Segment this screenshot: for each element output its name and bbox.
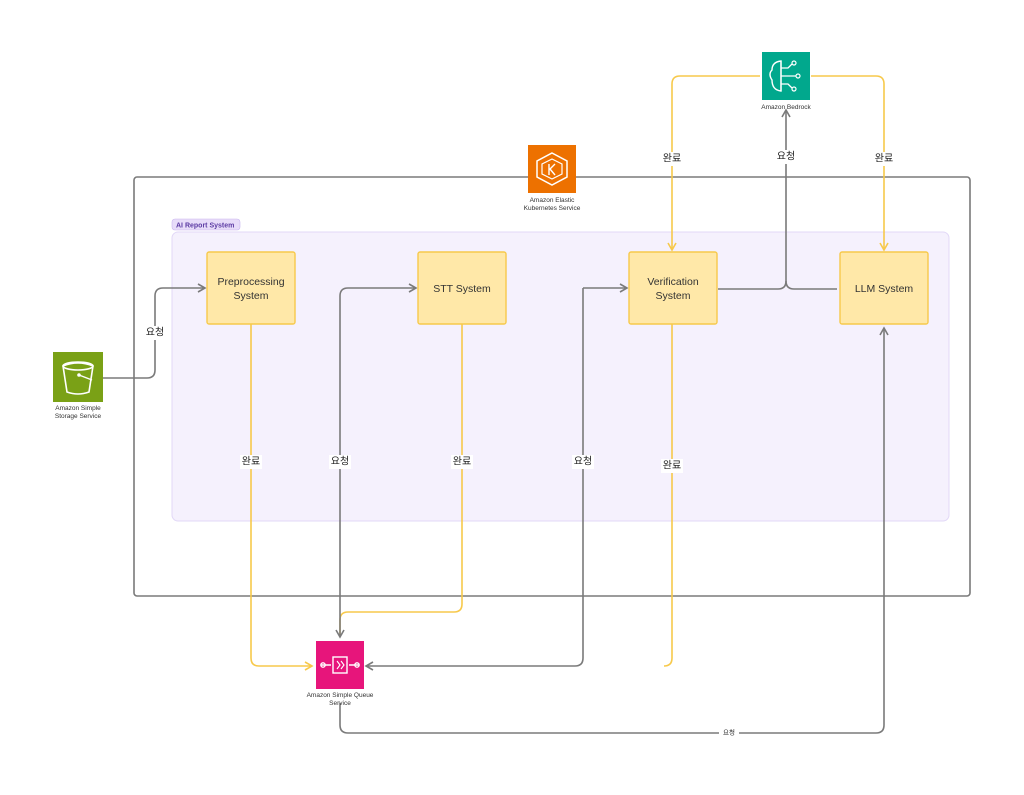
edge-label-stt-to-sqs: 완료: [451, 455, 473, 469]
eks-service[interactable]: Amazon Elastic Kubernetes Service: [524, 145, 581, 212]
svg-text:요청: 요청: [331, 456, 349, 468]
svg-text:완료: 완료: [242, 456, 260, 468]
svg-text:완료: 완료: [663, 153, 681, 165]
edge-llm-to-junction: [785, 280, 837, 290]
svg-text:완료: 완료: [875, 153, 893, 165]
svg-text:요청: 요청: [146, 327, 164, 339]
preprocessing-system-box[interactable]: Preprocessing System: [206, 251, 296, 325]
svg-text:요청: 요청: [777, 151, 795, 163]
svg-text:요청: 요청: [574, 456, 592, 468]
sqs-label-line2: Service: [329, 700, 351, 707]
edge-label-sqs-to-stt: 요청: [329, 455, 351, 469]
bedrock-label: Amazon Bedrock: [761, 104, 811, 111]
svg-text:완료: 완료: [663, 460, 681, 472]
ai-report-system-group: [171, 231, 950, 522]
llm-title: LLM System: [855, 283, 914, 295]
sqs-label-line1: Amazon Simple Queue: [307, 692, 374, 699]
edge-ver-to-sqs: [663, 324, 673, 667]
edge-bedrock-to-llm: [811, 75, 889, 252]
edge-label-s3-to-pre: 요청: [144, 326, 166, 340]
edge-label-sqs-to-ver: 요청: [572, 455, 594, 469]
edge-label-ver-to-sqs: 완료: [661, 459, 683, 473]
preprocessing-title-line2: System: [233, 290, 268, 302]
edge-sqs-to-stt: [339, 283, 418, 637]
edge-pre-to-sqs: [250, 324, 314, 671]
edge-label-bedrock-to-llm: 완료: [873, 152, 895, 166]
stt-title: STT System: [433, 283, 491, 295]
bedrock-service[interactable]: Amazon Bedrock: [761, 52, 811, 111]
group-tag: [171, 218, 241, 231]
edge-sqs-to-llm: [339, 326, 889, 734]
edge-bedrock-to-ver: [667, 75, 760, 252]
svg-text:완료: 완료: [453, 456, 471, 468]
svg-text:요청: 요청: [723, 729, 735, 737]
eks-label-line1: Amazon Elastic: [530, 197, 576, 204]
sqs-service[interactable]: Amazon Simple Queue Service: [307, 641, 374, 707]
llm-system-box[interactable]: LLM System: [839, 251, 929, 325]
verification-title-line2: System: [655, 290, 690, 302]
eks-label-line2: Kubernetes Service: [524, 205, 581, 212]
edge-ver-to-sqs-return: [364, 288, 584, 671]
edge-label-ver-to-bedrock: 요청: [775, 150, 797, 164]
group-label: AI Report System: [176, 223, 234, 230]
s3-service[interactable]: Amazon Simple Storage Service: [53, 352, 103, 420]
s3-label-line2: Storage Service: [55, 413, 102, 420]
verification-system-box[interactable]: Verification System: [628, 251, 718, 325]
edge-label-pre-to-sqs: 완료: [240, 455, 262, 469]
edge-label-sqs-to-llm: 요청: [719, 727, 739, 739]
s3-label-line1: Amazon Simple: [55, 405, 101, 412]
preprocessing-title-line1: Preprocessing: [217, 276, 284, 288]
edge-label-bedrock-to-ver: 완료: [661, 152, 683, 166]
stt-system-box[interactable]: STT System: [417, 251, 507, 325]
verification-title-line1: Verification: [647, 276, 699, 288]
